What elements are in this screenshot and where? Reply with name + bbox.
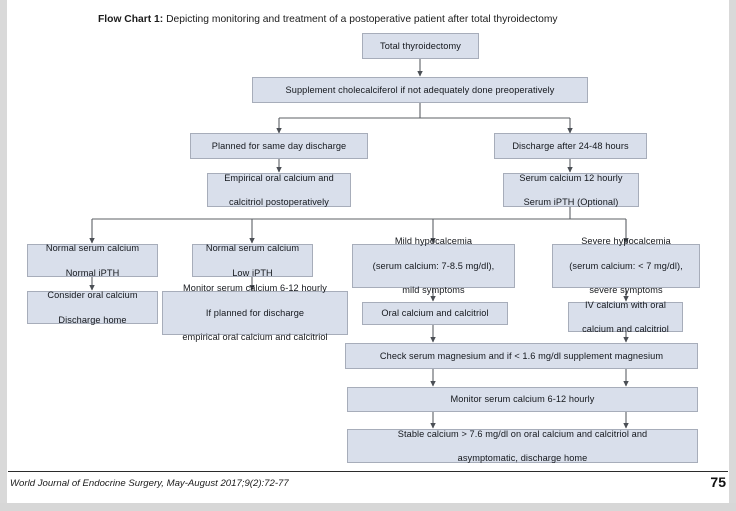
node-discharge-after-24-48-hours-label: Discharge after 24-48 hours [512,140,629,151]
node-empirical-oral-calcium-line1: Empirical oral calcium and [224,172,334,183]
node-oral-calcium-and-calcitriol[interactable]: Oral calcium and calcitriol [362,302,508,325]
node-iv-calcium-with-oral-line2: calcium and calcitriol [582,324,669,335]
footer-divider [8,471,728,472]
node-monitor-calcium-if-discharge-line3: empirical oral calcium and calcitriol [182,332,328,343]
node-serum-calcium-12-hourly-line2: Serum iPTH (Optional) [523,197,619,208]
page-bottom-band [0,503,736,511]
node-severe-hypocalcemia-line2: (serum calcium: < 7 mg/dl), [569,260,683,271]
node-planned-same-day-discharge[interactable]: Planned for same day discharge [190,133,368,159]
figure-label: Flow Chart 1: [98,14,164,25]
node-severe-hypocalcemia-line3: severe symptoms [589,285,663,296]
page-left-margin-band [0,0,7,511]
node-monitor-calcium-if-discharge-line1: Monitor serum calcium 6-12 hourly [183,283,327,294]
node-monitor-calcium-if-discharge-label: Monitor serum calcium 6-12 hourly If plan… [167,282,343,343]
node-serum-calcium-12-hourly-line1: Serum calcium 12 hourly [519,172,623,183]
figure-caption-text: Depicting monitoring and treatment of a … [163,14,558,25]
node-severe-hypocalcemia-line1: Severe hypocalcemia [581,236,671,247]
figure-caption: Flow Chart 1: Depicting monitoring and t… [98,13,678,26]
node-total-thyroidectomy[interactable]: Total thyroidectomy [362,33,479,59]
footer-page-number: 75 [710,474,726,490]
node-oral-calcium-and-calcitriol-label: Oral calcium and calcitriol [381,308,489,319]
node-supplement-cholecalciferol-label: Supplement cholecalciferol if not adequa… [285,84,555,95]
footer-citation: World Journal of Endocrine Surgery, May-… [10,478,289,489]
node-iv-calcium-with-oral-line1: IV calcium with oral [585,299,666,310]
flow-chart: Total thyroidectomy Supplement cholecalc… [27,33,700,463]
node-check-serum-magnesium-label: Check serum magnesium and if < 1.6 mg/dl… [379,350,664,361]
node-planned-same-day-discharge-label: Planned for same day discharge [211,140,347,151]
node-stable-calcium-discharge-line2: asymptomatic, discharge home [457,453,588,464]
node-supplement-cholecalciferol[interactable]: Supplement cholecalciferol if not adequa… [252,77,588,103]
node-normal-calcium-normal-ipth-line1: Normal serum calcium [45,243,140,254]
node-mild-hypocalcemia[interactable]: Mild hypocalcemia (serum calcium: 7-8.5 m… [352,236,515,295]
node-monitor-calcium-if-discharge-line2: If planned for discharge [205,307,305,318]
node-check-serum-magnesium[interactable]: Check serum magnesium and if < 1.6 mg/dl… [345,343,698,369]
page-right-margin-band [729,0,736,511]
node-normal-calcium-low-ipth-line2: Low iPTH [232,267,273,278]
node-total-thyroidectomy-label: Total thyroidectomy [380,40,461,51]
node-stable-calcium-discharge[interactable]: Stable calcium > 7.6 mg/dl on oral calci… [347,429,698,463]
node-iv-calcium-with-oral-label: IV calcium with oral calcium and calcitri… [573,299,678,336]
node-consider-oral-calcium-line1: Consider oral calcium [47,290,138,301]
node-discharge-after-24-48-hours[interactable]: Discharge after 24-48 hours [494,133,647,159]
node-stable-calcium-discharge-label: Stable calcium > 7.6 mg/dl on oral calci… [352,428,693,465]
node-mild-hypocalcemia-line3: mild symptoms [402,285,465,296]
node-severe-hypocalcemia-label: Severe hypocalcemia (serum calcium: < 7 m… [557,235,695,296]
node-monitor-serum-calcium-label: Monitor serum calcium 6-12 hourly [450,394,595,405]
node-stable-calcium-discharge-line1: Stable calcium > 7.6 mg/dl on oral calci… [397,428,648,439]
node-empirical-oral-calcium-label: Empirical oral calcium and calcitriol pos… [212,172,346,209]
node-consider-oral-calcium-line2: Discharge home [58,314,127,325]
node-normal-calcium-normal-ipth-line2: Normal iPTH [65,267,120,278]
node-mild-hypocalcemia-label: Mild hypocalcemia (serum calcium: 7-8.5 m… [357,235,510,296]
node-empirical-oral-calcium-line2: calcitriol postoperatively [229,197,329,208]
node-empirical-oral-calcium[interactable]: Empirical oral calcium and calcitriol pos… [207,173,351,207]
node-iv-calcium-with-oral[interactable]: IV calcium with oral calcium and calcitri… [568,300,683,334]
node-normal-calcium-low-ipth-line1: Normal serum calcium [205,243,300,254]
node-monitor-serum-calcium[interactable]: Monitor serum calcium 6-12 hourly [347,387,698,412]
node-mild-hypocalcemia-line1: Mild hypocalcemia [394,236,473,247]
node-mild-hypocalcemia-line2: (serum calcium: 7-8.5 mg/dl), [372,260,495,271]
node-monitor-calcium-if-discharge[interactable]: Monitor serum calcium 6-12 hourly If plan… [162,283,348,342]
node-severe-hypocalcemia[interactable]: Severe hypocalcemia (serum calcium: < 7 m… [552,236,700,295]
